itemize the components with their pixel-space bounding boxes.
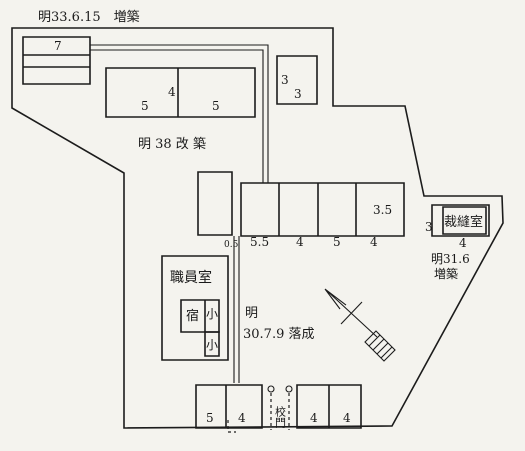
room-upper-left-b: 4 bbox=[168, 85, 176, 99]
building-sewing-room bbox=[431, 204, 490, 237]
building-bottom-right bbox=[296, 384, 362, 429]
building-top-left bbox=[22, 36, 91, 85]
label-addition-1898: 明31.6 bbox=[431, 252, 470, 266]
room-center-d: 4 bbox=[370, 235, 378, 249]
room-sewing-name: 裁縫室 bbox=[444, 214, 483, 230]
building-west-block bbox=[197, 171, 233, 236]
building-north-small bbox=[276, 55, 318, 105]
north-arrow-hatch bbox=[364, 330, 396, 362]
room-sewing-bottom: 4 bbox=[459, 236, 467, 250]
building-center-row bbox=[240, 182, 405, 237]
label-completion-a: 明 bbox=[245, 306, 258, 321]
room-bottom-right-a: 4 bbox=[310, 411, 318, 425]
room-staff: 職員室 bbox=[170, 269, 212, 286]
room-bottom-left-a: 5 bbox=[206, 411, 214, 425]
gate-post-left bbox=[267, 385, 275, 393]
north-arrow-crossbar bbox=[340, 301, 363, 325]
room-center-e: 3.5 bbox=[373, 203, 392, 217]
gate-post-right bbox=[285, 385, 293, 393]
label-addition-1900: 明33.6.15 増築 bbox=[38, 10, 140, 25]
gate-path bbox=[270, 393, 290, 430]
room-north-small-a: 3 bbox=[281, 73, 289, 87]
label-gate: 校門 bbox=[274, 405, 287, 429]
building-staff-room bbox=[161, 255, 229, 361]
room-bottom-right-b: 4 bbox=[343, 411, 351, 425]
room-center-b: 4 bbox=[296, 235, 304, 249]
room-top-left: 7 bbox=[54, 39, 62, 53]
room-upper-left-a: 5 bbox=[141, 99, 149, 113]
room-corridor: 0.5 bbox=[224, 240, 239, 250]
room-north-small-b: 3 bbox=[294, 87, 302, 101]
room-center-c: 5 bbox=[333, 235, 341, 249]
room-night-duty: 宿 bbox=[186, 308, 199, 324]
room-center-a: 5.5 bbox=[250, 235, 269, 249]
building-upper-left bbox=[105, 67, 256, 118]
room-bottom-left-b: 4 bbox=[238, 411, 246, 425]
corridor-upper bbox=[90, 44, 269, 183]
label-completion-b: 30.7.9 落成 bbox=[243, 327, 314, 342]
label-renovation-1905: 明 38 改 築 bbox=[138, 137, 206, 152]
corridor-vertical bbox=[233, 236, 240, 383]
stair-dash bbox=[227, 420, 236, 433]
room-sewing-left: 3 bbox=[425, 220, 433, 234]
label-addition-1898-b: 増築 bbox=[434, 266, 458, 281]
compound-boundary bbox=[11, 27, 504, 429]
room-small-a: 小 bbox=[206, 307, 218, 321]
room-small-b: 小 bbox=[206, 338, 218, 352]
small-room-lower bbox=[204, 331, 220, 357]
building-bottom-left bbox=[195, 384, 263, 429]
room-upper-left-c: 5 bbox=[212, 99, 220, 113]
